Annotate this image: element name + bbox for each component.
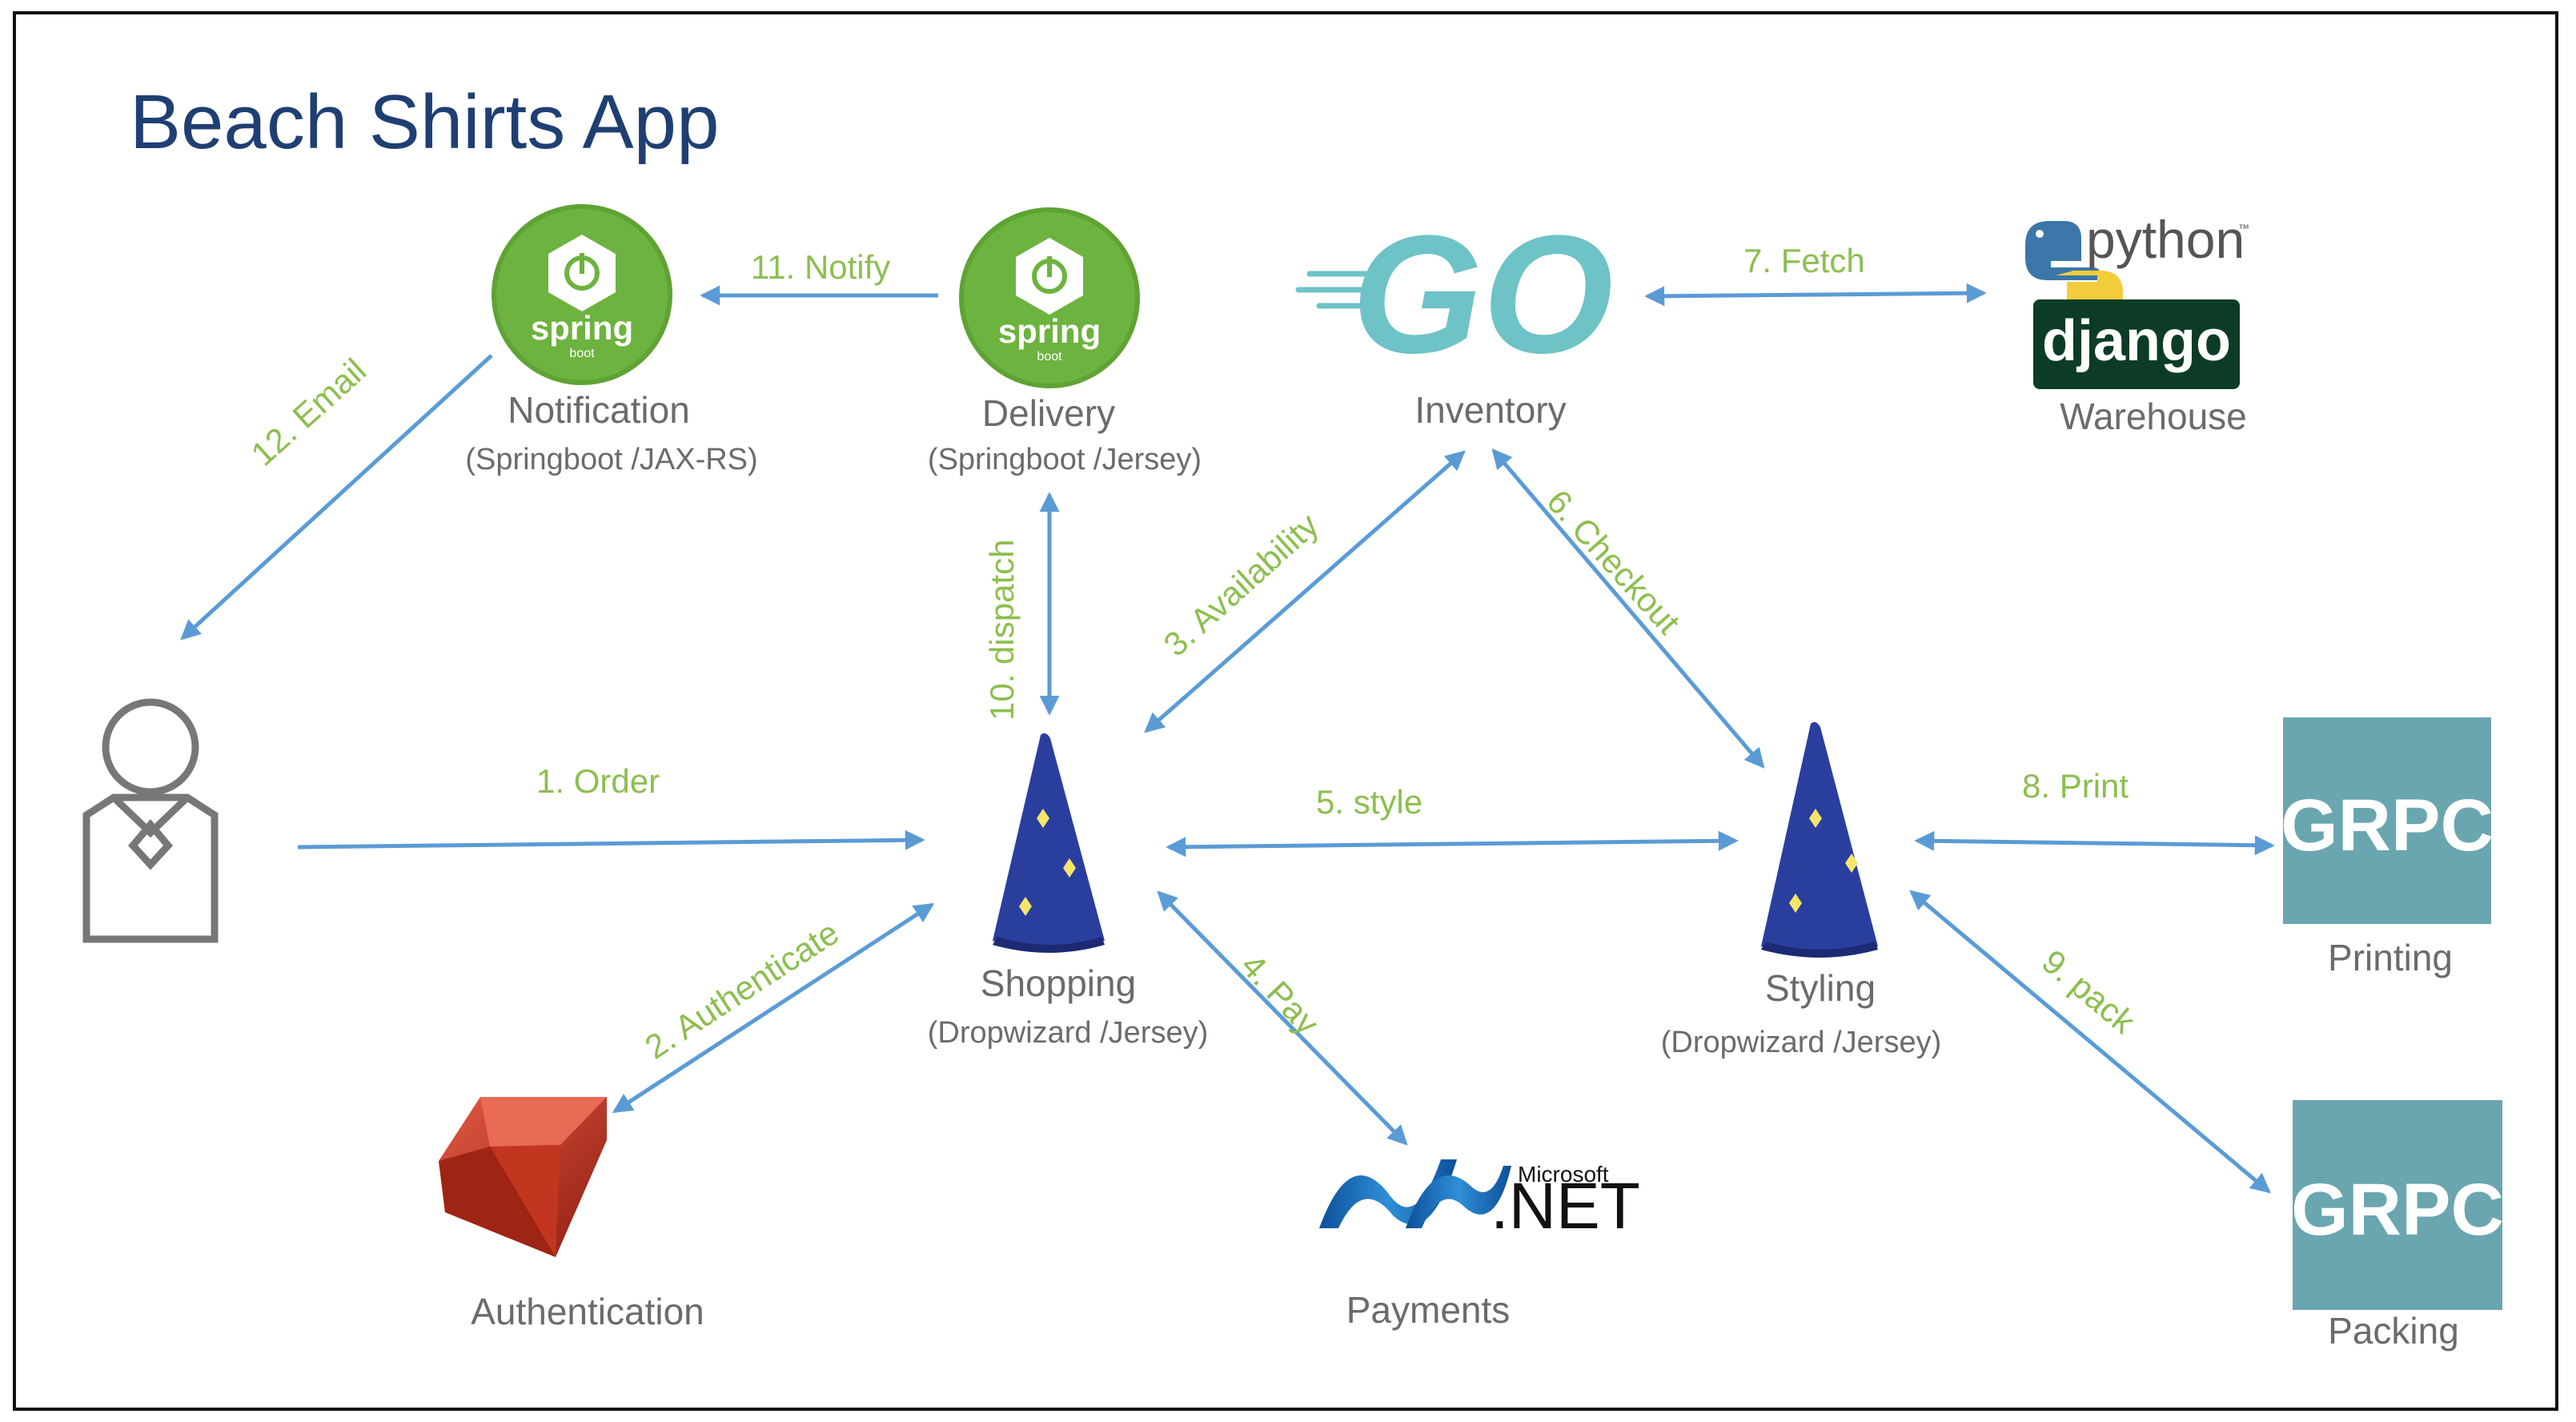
- shopping-tech: (Dropwizard /Jersey): [928, 1016, 1209, 1050]
- user-icon: [82, 698, 219, 943]
- python-logo-tm: ™: [2238, 222, 2249, 235]
- edge-label-dispatch: 10. dispatch: [983, 540, 1021, 721]
- dotnet-logo-text: .NET: [1491, 1170, 1640, 1243]
- page-title: Beach Shirts App: [130, 79, 719, 165]
- node-shopping: Shopping (Dropwizard /Jersey): [928, 733, 1209, 1050]
- node-packing: GRPC Packing: [2291, 1100, 2504, 1352]
- arrows: [180, 283, 2275, 1194]
- notification-name: Notification: [508, 389, 690, 431]
- warehouse-name: Warehouse: [2060, 396, 2247, 437]
- node-delivery: spring boot Delivery (Springboot /Jersey…: [928, 207, 1202, 476]
- edge-label-checkout: 6. Checkout: [1539, 483, 1687, 641]
- spring-logo-text: spring: [998, 312, 1101, 350]
- notification-tech: (Springboot /JAX-RS): [465, 443, 757, 476]
- inventory-name: Inventory: [1414, 389, 1566, 431]
- edge-label-order: 1. Order: [536, 762, 660, 800]
- node-notification: spring boot Notification (Springboot /JA…: [465, 204, 758, 476]
- spring-logo-sub: boot: [1037, 350, 1062, 364]
- delivery-name: Delivery: [982, 392, 1115, 434]
- edge-label-print: 8. Print: [2022, 767, 2129, 805]
- arrow-availability: [1144, 450, 1466, 733]
- edge-label-fetch: 7. Fetch: [1743, 242, 1865, 279]
- grpc-logo: GRPC: [2291, 1100, 2504, 1310]
- arrow-email: [180, 354, 493, 641]
- spring-boot-logo: spring boot: [959, 207, 1140, 388]
- wizard-hat-icon: [1761, 721, 1878, 958]
- dotnet-logo: Microsoft .NET: [1319, 1159, 1640, 1243]
- wizard-hat-icon: [993, 733, 1105, 953]
- grpc-logo: GRPC: [2281, 717, 2494, 924]
- arrow-order: [297, 830, 925, 850]
- edge-label-notify: 11. Notify: [751, 248, 890, 286]
- grpc-logo-text: GRPC: [2291, 1169, 2504, 1251]
- edge-label-pack: 9. pack: [2035, 942, 2143, 1042]
- python-logo-text: python: [2086, 210, 2245, 269]
- shopping-name: Shopping: [981, 962, 1136, 1004]
- arrow-print: [1914, 830, 2275, 856]
- arrow-authenticate: [612, 902, 935, 1114]
- node-inventory: GO Inventory: [1295, 200, 1614, 431]
- edge-label-style: 5. style: [1316, 783, 1422, 821]
- spring-logo-sub: boot: [569, 347, 595, 360]
- arrow-style: [1166, 830, 1739, 858]
- go-logo-text: GO: [1352, 200, 1614, 388]
- edge-label-pay: 4. Pay: [1234, 946, 1326, 1042]
- edge-label-availability: 3. Availability: [1157, 506, 1326, 664]
- arrow-pack: [1909, 890, 2271, 1194]
- styling-name: Styling: [1765, 967, 1876, 1009]
- node-warehouse: python ™ django Warehouse: [2025, 210, 2249, 437]
- django-logo: django: [2033, 299, 2240, 389]
- node-authentication: Authentication: [439, 1097, 704, 1332]
- go-logo: GO: [1295, 200, 1614, 388]
- edge-label-email: 12. Email: [244, 351, 374, 473]
- styling-tech: (Dropwizard /Jersey): [1661, 1026, 1942, 1059]
- node-printing: GRPC Printing: [2281, 717, 2494, 978]
- printing-name: Printing: [2328, 937, 2453, 978]
- packing-name: Packing: [2328, 1310, 2459, 1352]
- node-payments: Microsoft .NET Payments: [1319, 1159, 1640, 1331]
- arrow-checkout: [1491, 448, 1765, 769]
- grpc-logo-text: GRPC: [2281, 785, 2494, 866]
- authentication-name: Authentication: [471, 1291, 704, 1332]
- ruby-gem-icon: [439, 1097, 607, 1257]
- node-styling: Styling (Dropwizard /Jersey): [1661, 721, 1942, 1059]
- spring-boot-logo: spring boot: [492, 204, 672, 385]
- payments-name: Payments: [1346, 1289, 1511, 1331]
- spring-logo-text: spring: [531, 309, 633, 347]
- arrow-pay: [1157, 890, 1408, 1146]
- arrow-fetch: [1644, 283, 1987, 307]
- dotnet-brand-text: Microsoft: [1518, 1162, 1609, 1187]
- django-logo-text: django: [2042, 309, 2231, 373]
- edge-label-authenticate: 2. Authenticate: [638, 914, 845, 1066]
- delivery-tech: (Springboot /Jersey): [928, 443, 1202, 476]
